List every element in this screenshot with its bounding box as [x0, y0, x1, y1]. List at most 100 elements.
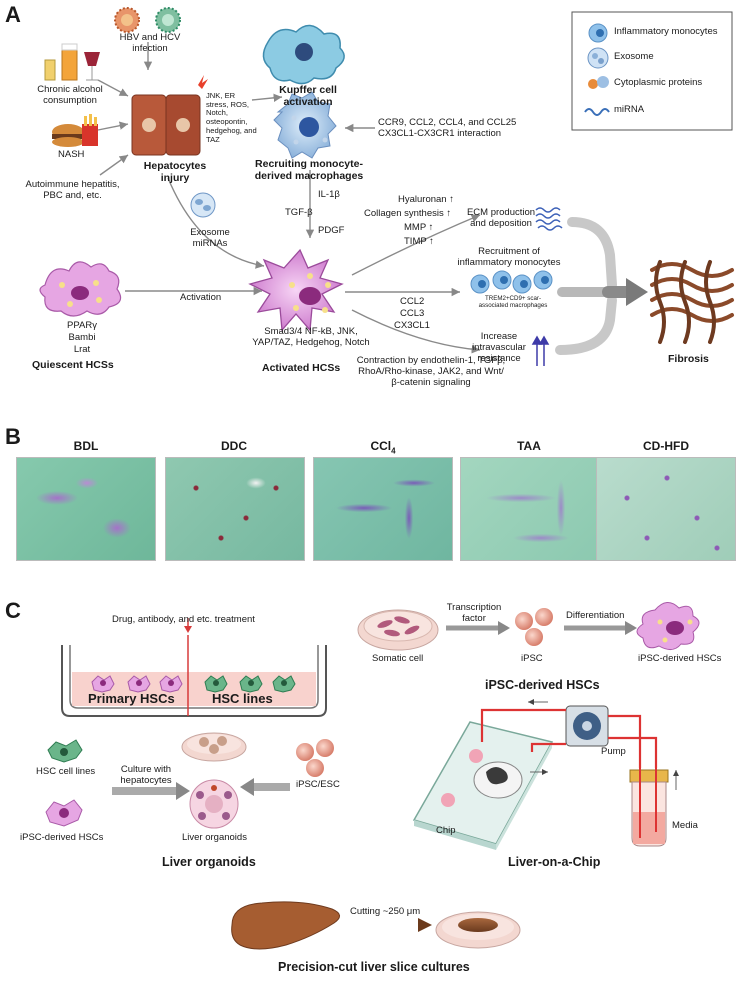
ccl-item-cx3cl1: CX3CL1 [394, 320, 430, 331]
primary-hsc-label: Primary HSCs [88, 691, 175, 706]
fibrosis-label: Fibrosis [668, 353, 709, 365]
exosome-mirna-label: Exosome miRNAs [190, 227, 230, 249]
hsc-lines-label: HSC lines [212, 691, 273, 706]
treatment-label: Drug, antibody, and etc. treatment [112, 614, 255, 625]
hepatocytes-icon [131, 75, 208, 156]
recruiting-label: Recruiting monocyte-derived macrophages [254, 158, 364, 183]
ipsc-esc-icon [296, 739, 334, 777]
ecm-result: ECM production and deposition [466, 207, 536, 229]
alcohol-drinks-icon [44, 43, 100, 81]
activated-markers: Smad3/4 NF-kB, JNK, YAP/TAZ, Hedgehog, N… [252, 326, 370, 348]
somatic-cell-label: Somatic cell [372, 653, 424, 664]
contraction-label: Contraction by endothelin-1, TGFβ, RhoA/… [356, 355, 506, 388]
legend-protein-icon [588, 76, 609, 89]
media-label: Media [672, 820, 698, 831]
factor-il1b: IL-1β [318, 189, 340, 200]
ipsc-hsc-small-label: iPSC-derived HSCs [20, 832, 104, 843]
cause-autoimmune: Autoimmune hepatitis, PBC and, etc. [25, 179, 120, 201]
quiescent-marker-bambi: Bambi [68, 332, 96, 343]
legend-mirna-icon [584, 108, 610, 116]
fast-food-icon [52, 114, 98, 147]
transcription-factor-label: Transcription factor [446, 602, 502, 624]
somatic-cell-dish-icon [357, 609, 439, 651]
quiescent-marker-lrat: Lrat [73, 344, 91, 355]
ipsc-derived-title: iPSC-derived HSCs [485, 678, 600, 692]
hsc-cell-line-icon [47, 739, 83, 763]
resistance-label: Increase intravascular resistance [472, 331, 526, 364]
hsc-line-cells-icon [204, 675, 296, 693]
ipsc-derived-hsc-icon [636, 602, 700, 650]
culture-label: Culture with hepatocytes [120, 764, 172, 786]
legend-label-exosome: Exosome [614, 51, 654, 62]
activation-label: Activation [180, 292, 222, 303]
cause-alcohol: Chronic alcohol consumption [37, 84, 103, 106]
liver-organoid-icon [189, 779, 239, 829]
ecm-item-timp: TIMP ↑ [404, 236, 434, 247]
cutting-label: Cutting ~250 μm [350, 906, 421, 917]
chip-title: Liver-on-a-Chip [508, 855, 601, 869]
macrophage-icon [273, 91, 337, 159]
histology-ddc-image [165, 457, 305, 561]
hbv-virus-icon [114, 7, 140, 33]
chemokines-label: CCR9, CCL2, CCL4, and CCL25 CX3CL1-CX3CR… [378, 117, 517, 139]
ccl-item-ccl3: CCL3 [400, 308, 425, 319]
media-bottle-icon [629, 768, 669, 847]
liver-chip-icon [412, 721, 554, 850]
legend-label-proteins: Cytoplasmic proteins [614, 77, 703, 88]
ecm-fibers-icon [535, 207, 563, 231]
liver-icon [231, 901, 340, 950]
model-label-ddc: DDC [221, 439, 247, 453]
panel-a-letter: A [5, 2, 21, 27]
ccl-item-ccl2: CCL2 [400, 296, 425, 307]
model-label-taa: TAA [517, 439, 541, 453]
kupffer-label: Kupffer cell activation [279, 84, 337, 109]
histology-bdl-image [16, 457, 156, 561]
quiescent-marker-ppar: PPARγ [67, 320, 97, 331]
hepatocyte-signals: JNK, ER stress, ROS, Notch, osteopontin,… [206, 91, 257, 144]
ecm-item-mmp: MMP ↑ [404, 222, 434, 233]
ipsc-cells-icon [515, 608, 553, 646]
chip-label: Chip [436, 825, 456, 836]
resistance-arrows-icon [531, 335, 550, 366]
histology-ccl4-image [313, 457, 453, 561]
activated-label: Activated HCSs [262, 362, 341, 374]
panel-c-letter: C [5, 598, 21, 623]
fibrosis-mesh-icon [650, 260, 734, 344]
liver-organoids-small-label: Liver organoids [182, 832, 247, 843]
ipsc-hsc-label: iPSC-derived HSCs [638, 653, 722, 664]
histology-cdhfd-image [596, 457, 736, 561]
hsc-cell-lines-label: HSC cell lines [36, 766, 96, 777]
hcv-virus-icon [155, 7, 181, 33]
legend-exosome-icon [587, 47, 609, 69]
liver-organoids-title: Liver organoids [162, 855, 256, 869]
slice-dish-icon [435, 911, 521, 949]
hepatocytes-label: Hepatocytes injury [143, 160, 207, 185]
cause-viral: HBV and HCV infection [119, 32, 181, 54]
legend-monocyte-icon [588, 23, 608, 43]
ecm-item-collagen: Collagen synthesis ↑ [364, 208, 452, 219]
cause-nash: NASH [58, 149, 85, 160]
differentiation-label: Differentiation [566, 610, 625, 621]
activated-hsc-icon [248, 248, 344, 332]
model-label-cdhfd: CD-HFD [643, 439, 689, 453]
quiescent-hsc-icon [39, 261, 122, 317]
quiescent-label: Quiescent HCSs [32, 359, 114, 371]
ipsc-esc-label: iPSC/ESC [296, 779, 340, 790]
legend-label-mirna: miRNA [614, 104, 645, 115]
primary-hsc-cells-icon [91, 675, 183, 693]
ecm-item-hyaluronan: Hyaluronan ↑ [398, 194, 454, 205]
monocytes-icon [470, 270, 553, 294]
factor-tgfb: TGF-β [285, 207, 313, 218]
factor-pdgf: PDGF [318, 225, 345, 236]
organoid-dish-icon [181, 732, 247, 762]
legend-label-monocytes: Inflammatory monocytes [614, 26, 718, 37]
model-label-bdl: BDL [73, 439, 99, 453]
ipsc-hsc-small-icon [45, 799, 83, 827]
ipsc-label: iPSC [521, 653, 543, 664]
recruitment-label: Recruitment of inflammatory monocytes [457, 246, 561, 268]
slice-title: Precision-cut liver slice cultures [278, 960, 470, 974]
model-label-ccl4: CCl4 [370, 439, 396, 456]
exosome-icon [190, 192, 216, 218]
